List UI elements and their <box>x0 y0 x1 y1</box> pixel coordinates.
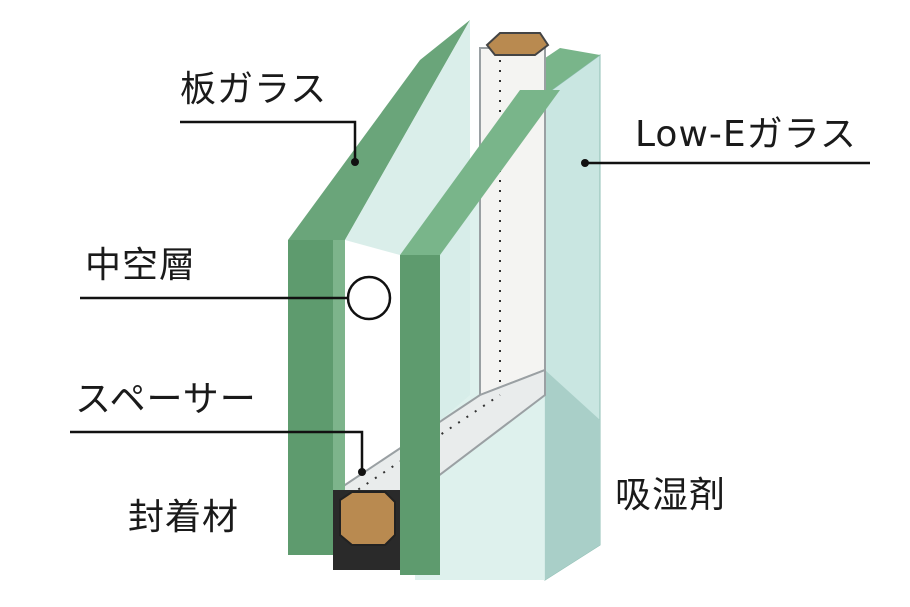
low-e-glass-side-edge <box>400 90 560 255</box>
sheet-glass-top-edge <box>288 20 470 240</box>
leader-dot-low-e <box>581 159 589 167</box>
leader-sheet-glass <box>180 120 357 160</box>
leader-spacer <box>70 430 364 470</box>
label-desiccant: 吸湿剤 <box>615 475 727 516</box>
label-air-layer: 中空層 <box>85 245 197 286</box>
label-sheet-glass: 板ガラス <box>180 69 328 110</box>
low-e-glass-bottom-face <box>545 370 600 580</box>
desiccant-bottom <box>339 491 396 546</box>
desiccant-top <box>485 32 550 56</box>
leader-dot-spacer <box>358 468 366 476</box>
sheet-glass-front-edge <box>288 240 333 555</box>
leader-dot-sheet-glass <box>351 158 359 166</box>
label-spacer: スペーサー <box>75 379 257 420</box>
label-sealant: 封着材 <box>128 497 240 538</box>
air-layer-marker <box>346 275 392 321</box>
sheet-glass-side <box>333 240 345 555</box>
label-low-e-glass: Low-Eガラス <box>635 114 857 155</box>
low-e-glass-front-edge <box>400 255 440 575</box>
